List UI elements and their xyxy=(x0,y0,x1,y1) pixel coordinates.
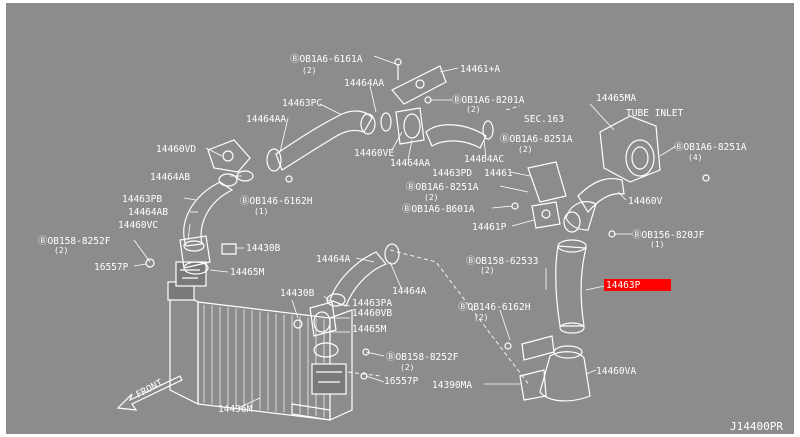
label: (2) xyxy=(480,266,494,275)
label: (2) xyxy=(518,145,532,154)
label[interactable]: 14460VA xyxy=(596,366,636,377)
reference-lines xyxy=(347,105,531,387)
label[interactable]: 14460VC xyxy=(118,220,158,231)
label[interactable]: 14464AA xyxy=(390,158,430,169)
label[interactable]: 14465MA xyxy=(596,93,636,104)
label[interactable]: 14464AA xyxy=(246,114,286,125)
intercooler-core[interactable] xyxy=(167,261,353,421)
diagram-code: J14400PR xyxy=(730,420,783,433)
label[interactable]: ⒷOB1A6-8251A xyxy=(406,182,479,193)
label: (2) xyxy=(54,246,68,255)
label[interactable]: ⒷOB158-62533 xyxy=(466,256,538,267)
label[interactable]: 14461+A xyxy=(460,64,500,75)
label[interactable]: 14463PC xyxy=(282,98,322,109)
label[interactable]: 14461 xyxy=(484,168,513,179)
label[interactable]: 14430B xyxy=(280,288,315,299)
label: (2) xyxy=(466,105,480,114)
label[interactable]: 14465M xyxy=(352,324,387,335)
label[interactable]: 14460VE xyxy=(354,148,394,159)
label[interactable]: 14464A xyxy=(392,286,427,297)
label: (4) xyxy=(688,153,702,162)
label[interactable]: 14463PA xyxy=(352,298,392,309)
pipe-14463PD[interactable] xyxy=(425,120,494,149)
leader-lines xyxy=(133,55,677,409)
pipe-14463PA[interactable] xyxy=(293,243,400,380)
label[interactable]: ⒷOB158-8252F xyxy=(38,236,111,247)
label: (1) xyxy=(650,240,664,249)
label: (2) xyxy=(474,313,488,322)
part-labels: 14461+A ⒷOB1A6-6161A (2) 14464AA 14463PC… xyxy=(38,54,783,433)
label[interactable]: 14460VD xyxy=(156,144,196,155)
label: (1) xyxy=(254,207,268,216)
label[interactable]: 14430B xyxy=(246,243,281,254)
label[interactable]: 14460VB xyxy=(352,308,392,319)
label: (2) xyxy=(302,66,316,75)
label[interactable]: 14496M xyxy=(218,404,253,415)
label: (2) xyxy=(400,363,414,372)
label[interactable]: ⒷOB146-6162H xyxy=(458,302,531,313)
label[interactable]: 14460V xyxy=(628,196,663,207)
label[interactable]: ⒷOB156-820JF xyxy=(632,230,705,241)
label[interactable]: 14465M xyxy=(230,267,265,278)
diagram-panel xyxy=(6,3,794,434)
label[interactable]: 14464AB xyxy=(150,172,190,183)
label: (2) xyxy=(424,193,438,202)
highlight-box xyxy=(604,279,671,291)
label[interactable]: 14390MA xyxy=(432,380,472,391)
label[interactable]: ⒷOB1A6-8201A xyxy=(452,95,525,106)
front-arrow xyxy=(116,375,183,411)
label[interactable]: 14461P xyxy=(472,222,507,233)
label[interactable]: 14464A xyxy=(316,254,351,265)
label[interactable]: 14463PB xyxy=(122,194,162,205)
label[interactable]: ⒷOB1A6-8251A xyxy=(674,142,747,153)
upper-pipe-14463PC[interactable] xyxy=(266,110,392,172)
label[interactable]: ⒷOB1A6-8251A xyxy=(500,134,573,145)
label[interactable]: 14463PD xyxy=(432,168,472,179)
label[interactable]: 16557P xyxy=(384,376,419,387)
label[interactable]: ⒷOB1A6-B601A xyxy=(402,204,475,215)
upper-center-assembly[interactable] xyxy=(391,58,447,145)
label[interactable]: 14464AB xyxy=(128,207,168,218)
label[interactable]: ⒷOB1A6-6161A xyxy=(290,54,363,65)
pipe-14463P[interactable] xyxy=(555,239,587,334)
label[interactable]: SEC.163 xyxy=(524,114,564,125)
front-label: FRONT xyxy=(134,377,165,400)
tube-inlet-assembly[interactable] xyxy=(511,115,710,238)
label[interactable]: 14464AC xyxy=(464,154,504,165)
tube-inlet-label: TUBE INLET xyxy=(626,108,683,119)
highlighted-part-label[interactable]: 14463P xyxy=(606,280,641,291)
label[interactable]: ⒷOB146-6162H xyxy=(240,196,313,207)
label[interactable]: 14464AA xyxy=(344,78,384,89)
lower-right-duct[interactable] xyxy=(504,335,591,402)
label[interactable]: 16557P xyxy=(94,262,129,273)
label[interactable]: ⒷOB158-8252F xyxy=(386,352,459,363)
